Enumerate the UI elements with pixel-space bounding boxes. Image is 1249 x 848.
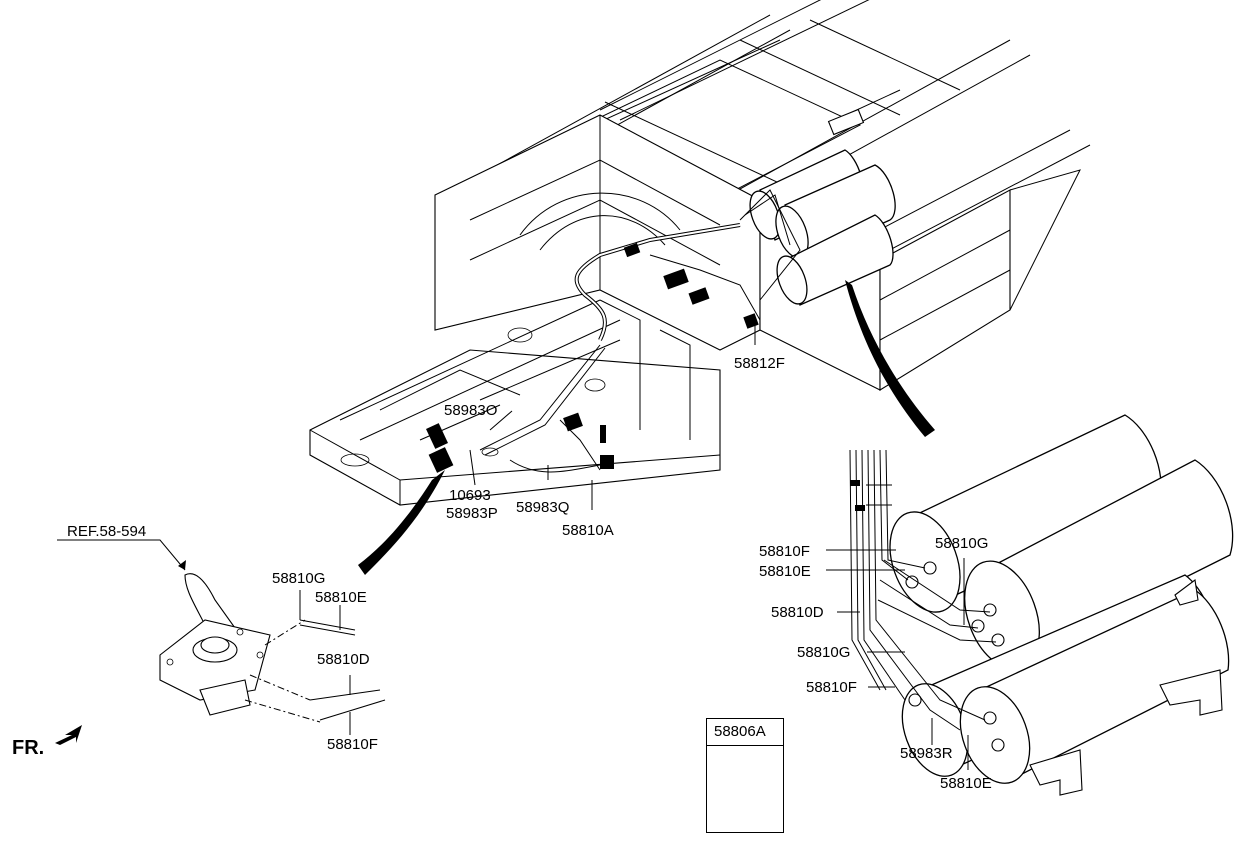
label-58812F: 58812F — [734, 355, 785, 372]
part-box-label: 58806A — [714, 723, 766, 740]
left-detail — [57, 539, 386, 735]
label-ref-58-594: REF.58-594 — [67, 523, 147, 540]
label-left-58810F: 58810F — [327, 736, 378, 753]
part-box-58806A: 58806A — [706, 718, 784, 833]
callout-arrow-right — [845, 280, 935, 437]
label-left-58810E: 58810E — [315, 589, 367, 606]
label-left-58810G: 58810G — [272, 570, 326, 587]
callout-arrow-left — [358, 470, 445, 575]
label-right-58810D: 58810D — [771, 604, 824, 621]
label-right-58810G-top: 58810G — [935, 535, 989, 552]
label-right-58810E-top: 58810E — [759, 563, 811, 580]
label-58983Q: 58983Q — [516, 499, 570, 516]
upper-leader-lines — [469, 325, 756, 510]
part-box-header — [707, 719, 783, 746]
label-right-58983R: 58983R — [900, 745, 953, 762]
label-58983P: 58983P — [446, 505, 498, 522]
label-58983O: 58983O — [444, 402, 498, 419]
label-right-58810F-mid: 58810F — [806, 679, 857, 696]
right-detail-tanks — [826, 414, 1234, 796]
front-direction-label: FR. — [12, 737, 45, 759]
label-left-58810D: 58810D — [317, 651, 370, 668]
label-58810A: 58810A — [562, 522, 614, 539]
label-right-58810F-top: 58810F — [759, 543, 810, 560]
front-arrow-icon — [55, 725, 82, 745]
label-right-58810E-bottom: 58810E — [940, 775, 992, 792]
label-10693: 10693 — [449, 487, 491, 504]
chassis-harness — [426, 189, 801, 473]
label-right-58810G-mid: 58810G — [797, 644, 851, 661]
